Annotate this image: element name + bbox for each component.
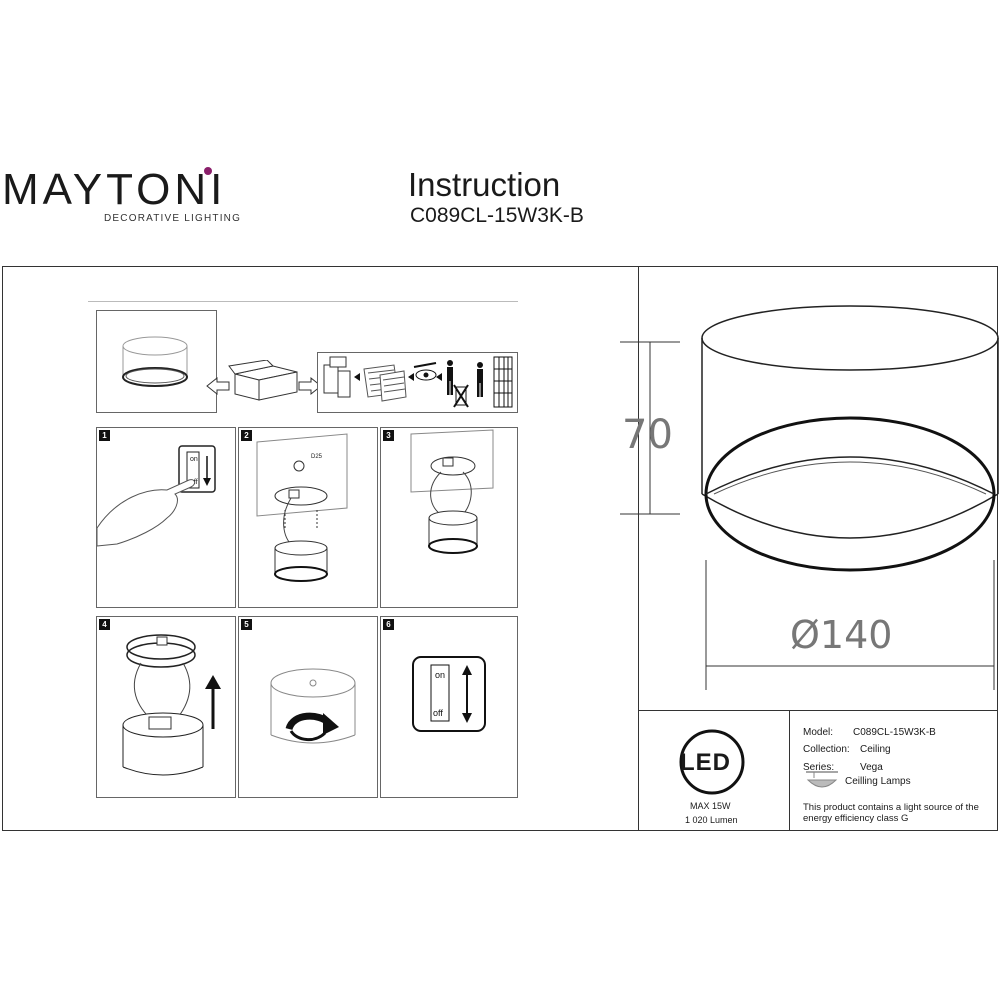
lamp-preview-drawing [122, 336, 188, 387]
step-2-panel: 2 D25 [238, 427, 378, 608]
step-number: 6 [383, 619, 394, 630]
arrow-left-icon [206, 376, 230, 396]
brand-logo-dot [204, 167, 212, 175]
step-4-panel: 4 [96, 616, 236, 798]
product-preview-panel [96, 310, 217, 413]
step-3-panel: 3 [380, 427, 518, 608]
recycle-icon [453, 384, 469, 408]
energy-note-line-2: energy efficiency class G [803, 813, 909, 824]
step-number: 1 [99, 430, 110, 441]
cardboard-box-icon [228, 360, 298, 401]
wall-switch-icon: on off [412, 656, 486, 732]
step-4-drawing [122, 634, 221, 776]
switch-off-label: off [433, 708, 443, 718]
led-badge-text: LED [680, 749, 731, 776]
brand-tagline: DECORATIVE LIGHTING [104, 213, 242, 224]
collection-value: Ceiling [860, 744, 891, 755]
switch-on-label: on [435, 670, 445, 680]
model-value: C089CL-15W3K-B [853, 727, 936, 738]
top-rule [88, 301, 518, 302]
series-label: Series: [803, 762, 835, 773]
switch-on-label: on [190, 456, 198, 463]
step-5-panel: 5 [238, 616, 378, 798]
step-1-panel: 1 on off [96, 427, 236, 608]
ceiling-lamp-icon [806, 771, 838, 788]
spec-table-top-border [638, 710, 998, 711]
step-1-drawing: on off [96, 445, 216, 547]
height-dimension-label: 70 [622, 412, 673, 458]
diameter-dimension-label: Ø140 [790, 613, 892, 657]
unpack-diagram [206, 360, 322, 401]
lumen-output: 1 020 Lumen [685, 815, 738, 825]
step-2-drawing: D25 [256, 433, 348, 582]
package-contents-panel [317, 352, 518, 413]
step-number: 4 [99, 619, 110, 630]
column-divider [638, 266, 639, 831]
arrow-right-icon [298, 376, 322, 396]
energy-note-line-1: This product contains a light source of … [803, 802, 979, 813]
page-title: Instruction [408, 166, 561, 203]
step-number: 3 [383, 430, 394, 441]
series-value: Vega [860, 762, 883, 773]
person-icon [477, 362, 483, 397]
rotate-arrow-icon [285, 712, 339, 741]
step-5-drawing [270, 668, 356, 744]
person-icon [447, 360, 453, 395]
step-number: 2 [241, 430, 252, 441]
instruction-frame [2, 266, 998, 831]
collection-label: Collection: [803, 744, 850, 755]
step-6-panel: 6 on off [380, 616, 518, 798]
spec-table-divider [789, 710, 790, 831]
step-6-drawing: on off [412, 656, 486, 732]
max-power: MAX 15W [690, 801, 731, 811]
dimension-drawing: 70 Ø140 [620, 305, 999, 690]
hole-label: D25 [311, 454, 323, 460]
model-label: Model: [803, 727, 834, 738]
step-number: 5 [241, 619, 252, 630]
eye-icon [413, 362, 437, 381]
step-3-drawing [410, 429, 494, 554]
arrow-up-icon [205, 675, 221, 729]
category-value: Ceilling Lamps [845, 776, 911, 787]
model-code-heading: C089CL-15W3K-B [410, 204, 584, 227]
brand-logo: MAYTONI [2, 165, 227, 214]
led-badge-icon [679, 729, 745, 795]
package-contents-drawing [323, 356, 513, 408]
shelf-icon [493, 356, 513, 408]
